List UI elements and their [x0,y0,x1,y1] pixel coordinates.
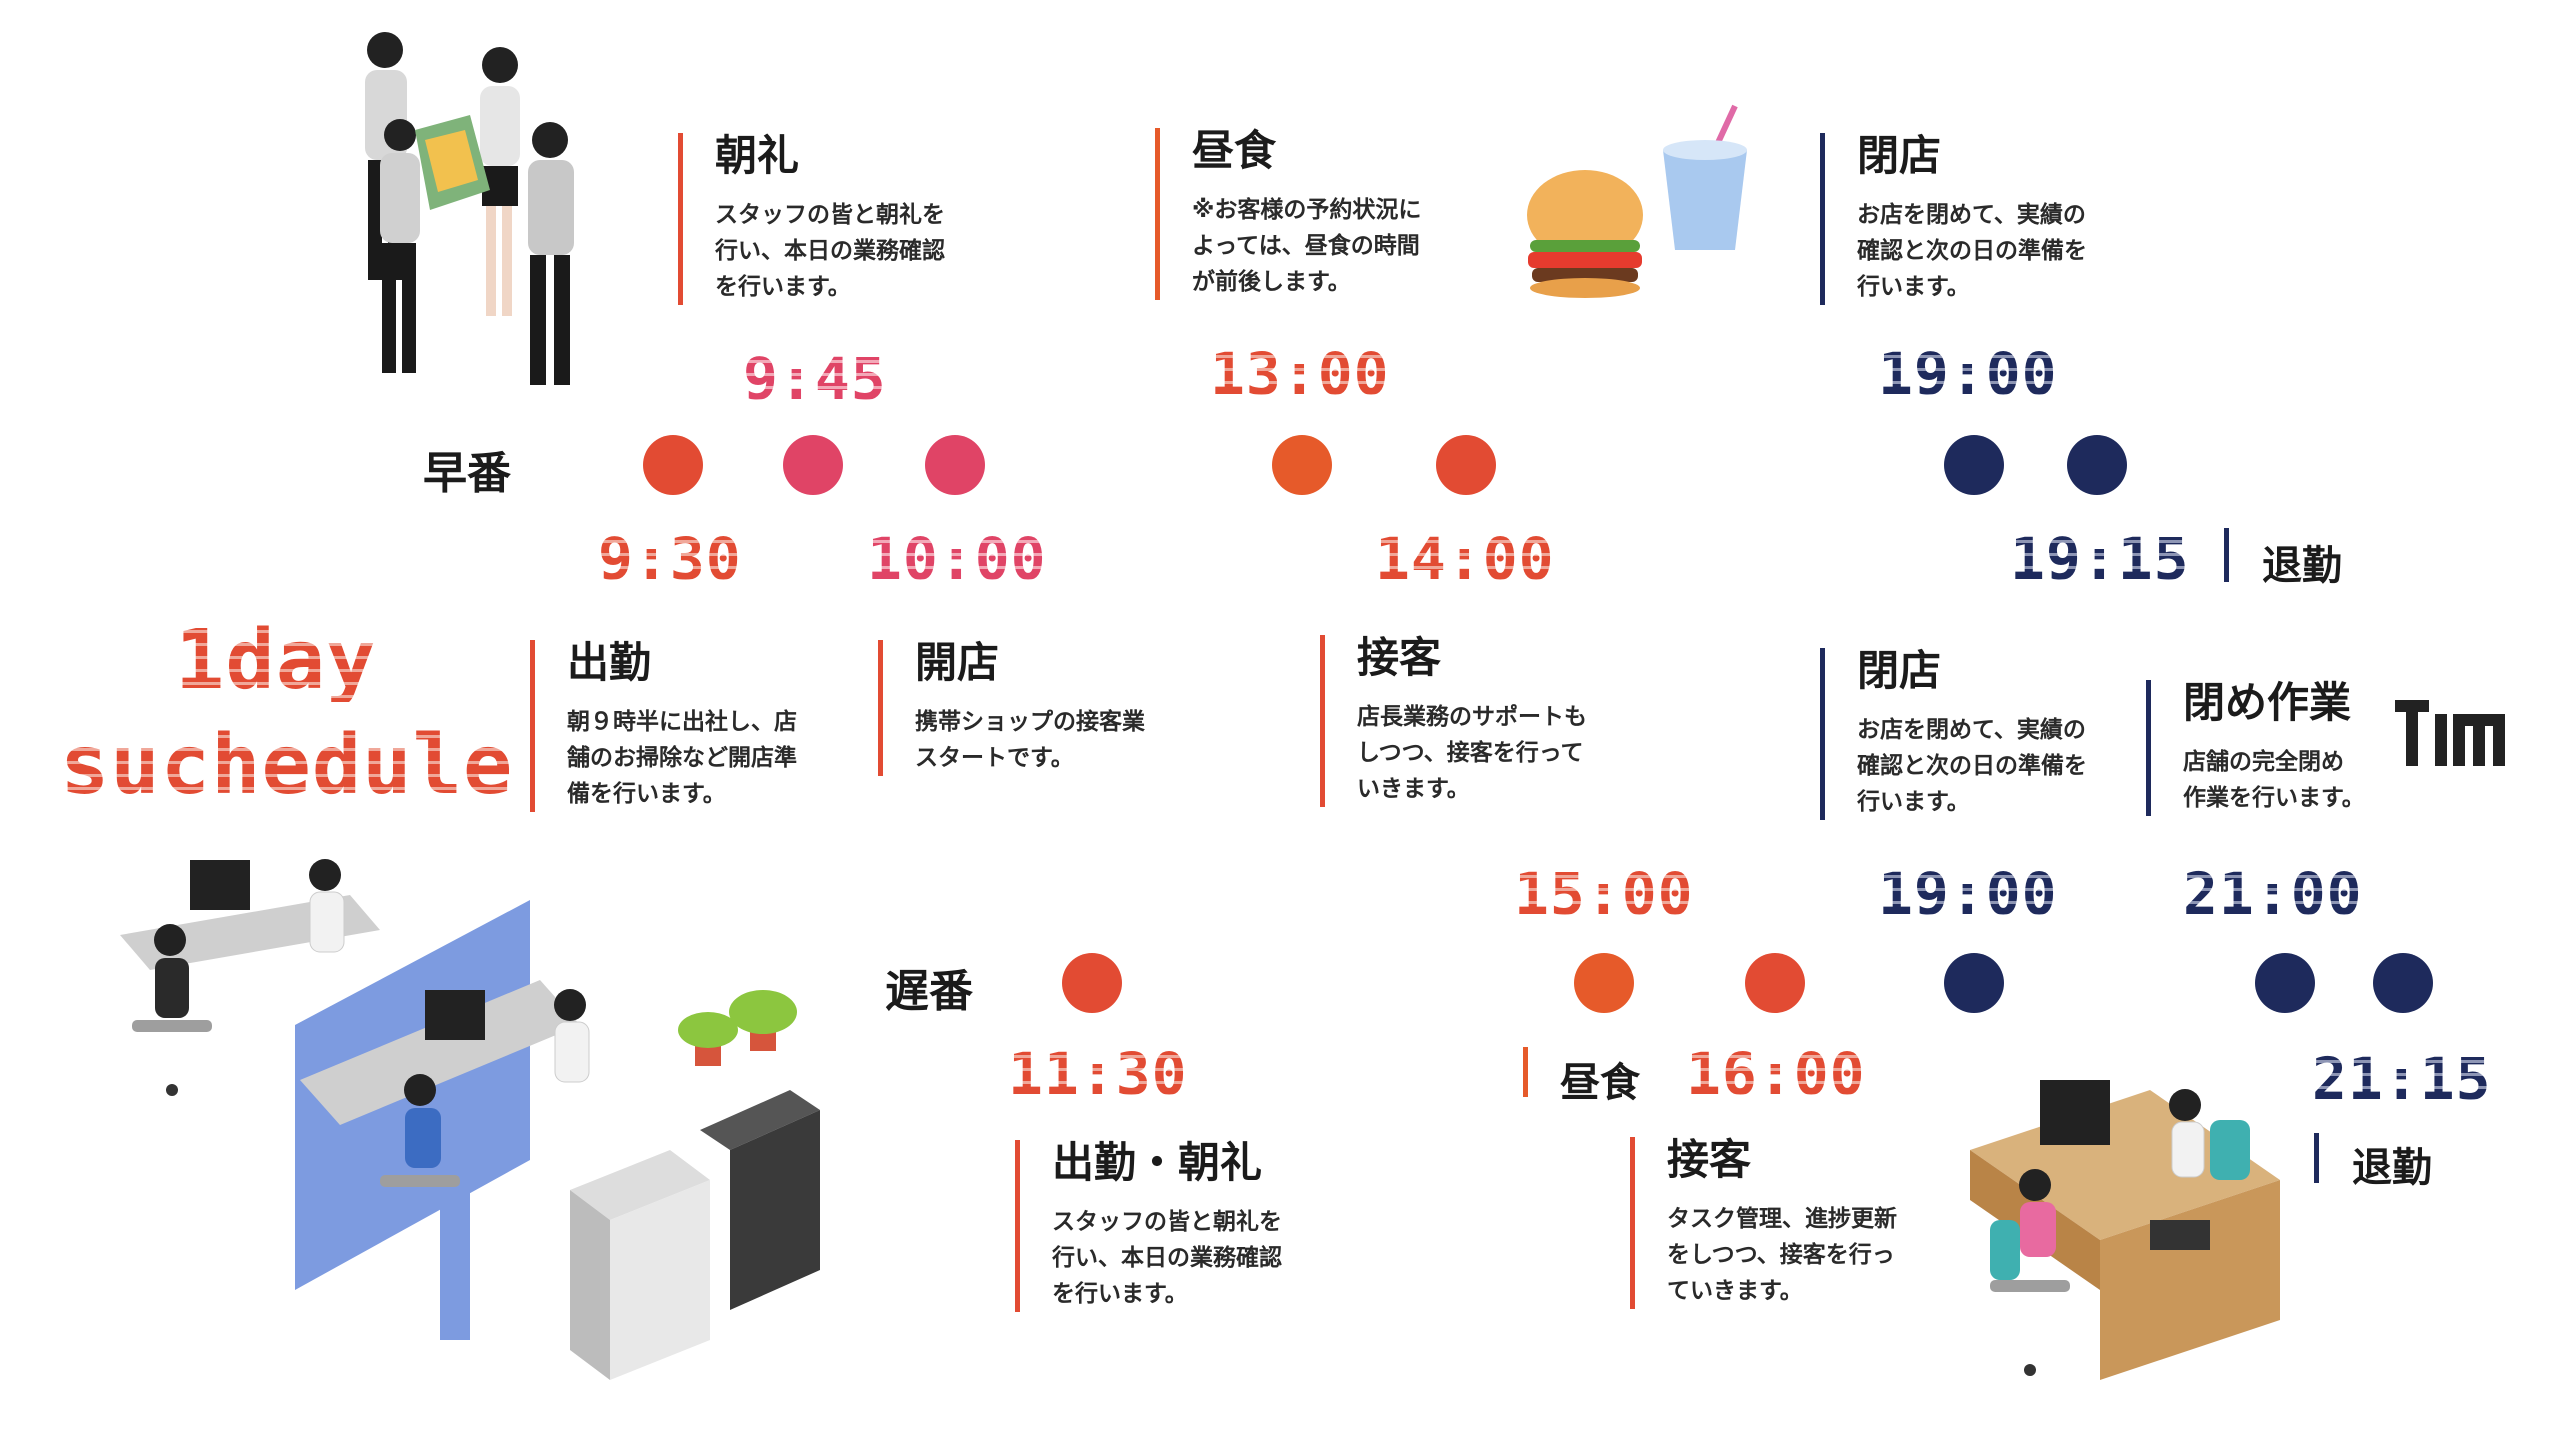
event-text: 朝９時半に出社し、店 舗のお掃除など開店準 備を行います。 [567,709,797,807]
timeline-dot [643,435,703,495]
burger-icon [1527,170,1643,298]
time-label: 19:00 [1878,340,2058,408]
leave-label: 退勤 [2262,543,2342,589]
timeline-dot [1745,953,1805,1013]
event-card: 出勤・朝礼 スタッフの皆と朝礼を 行い、本日の業務確認 を行います。 [1015,1140,1282,1312]
event-text: スタッフの皆と朝礼を 行い、本日の業務確認 を行います。 [715,202,945,300]
event-card: 閉店 お店を閉めて、実績の 確認と次の日の準備を 行います。 [1820,133,2087,305]
title-line1: 1day [175,613,377,708]
monitor-icon [425,990,485,1040]
timeline-dot [783,435,843,495]
event-text: お店を閉めて、実績の 確認と次の日の準備を 行います。 [1857,202,2087,300]
event-card: 昼食 ※お客様の予約状況に よっては、昼食の時間 が前後します。 [1155,128,1421,300]
timeline-dot [2373,953,2433,1013]
event-text: タスク管理、進捗更新 をしつつ、接客を行っ ていきます。 [1667,1206,1897,1304]
person-icon [380,1074,460,1187]
time-label: 10:00 [867,525,1047,593]
timeline-dot [1574,953,1634,1013]
logo-mark-icon [2395,700,2505,766]
person-icon [380,119,420,373]
timeline-dot [2067,435,2127,495]
timeline-dot [1944,953,2004,1013]
title-line2: suchedule [60,718,514,813]
timeline-dot [1272,435,1332,495]
divider [1523,1047,1528,1097]
event-title: 朝礼 [715,131,800,180]
late-shift-label: 遅番 [885,966,973,1017]
printer-icon [570,1150,710,1380]
event-card: 閉店 お店を閉めて、実績の 確認と次の日の準備を 行います。 [1820,648,2087,820]
event-title: 昼食 [1192,126,1277,175]
divider [2224,528,2229,582]
event-text: お店を閉めて、実績の 確認と次の日の準備を 行います。 [1857,717,2087,815]
event-card: 開店 携帯ショップの接客業 スタートです。 [878,640,1145,776]
monitor-icon [190,860,250,910]
monitor-icon [2040,1080,2110,1145]
time-label: 11:30 [1008,1040,1188,1108]
person-icon [2169,1089,2250,1180]
office-illustration [120,859,820,1380]
time-label: 16:00 [1686,1040,1866,1108]
event-text: 店舗の完全閉め 作業を行います。 [2183,749,2365,811]
time-label: 21:00 [2183,860,2363,928]
person-icon [554,989,590,1083]
time-label: 13:00 [1210,340,1390,408]
event-card: 出勤 朝９時半に出社し、店 舗のお掃除など開店準 備を行います。 [530,640,797,812]
cabinet-icon [700,1090,820,1310]
timeline-dot [2255,953,2315,1013]
event-text: スタッフの皆と朝礼を 行い、本日の業務確認 を行います。 [1052,1209,1282,1307]
drink-icon [1663,104,1747,250]
time-label: 19:00 [1878,860,2058,928]
event-title: 接客 [1357,633,1442,682]
event-text: 携帯ショップの接客業 スタートです。 [915,709,1145,771]
desk-illustration [1970,1080,2280,1380]
timeline-dot [1436,435,1496,495]
time-label: 15:00 [1514,860,1694,928]
staff-meeting-illustration [365,32,574,385]
event-title: 接客 [1667,1135,1752,1184]
time-label: 19:15 [2010,525,2190,593]
event-title: 閉店 [1857,646,1942,695]
leave-label: 退勤 [2352,1145,2432,1191]
time-label: 9:45 [743,345,887,413]
time-label: 14:00 [1375,525,1555,593]
person-icon [132,924,212,1096]
event-title: 閉店 [1857,131,1942,180]
event-title: 閉め作業 [2183,678,2352,727]
event-text: 店長業務のサポートも しつつ、接客を行って いきます。 [1357,704,1587,802]
time-label: 21:15 [2312,1045,2492,1113]
person-icon [1990,1169,2070,1376]
divider [2314,1133,2319,1183]
event-title: 開店 [915,638,1000,687]
timeline-dot [925,435,985,495]
event-card: 朝礼 スタッフの皆と朝礼を 行い、本日の業務確認 を行います。 [678,133,945,305]
event-title: 出勤・朝礼 [1052,1138,1263,1187]
time-label: 9:30 [598,525,742,593]
phone-icon [2150,1220,2210,1250]
event-text: ※お客様の予約状況に よっては、昼食の時間 が前後します。 [1192,197,1422,295]
lunch-label: 昼食 [1560,1060,1640,1106]
person-icon [528,122,574,385]
timeline-dot [1944,435,2004,495]
event-card: 接客 タスク管理、進捗更新 をしつつ、接客を行っ ていきます。 [1630,1137,1897,1309]
event-card: 閉め作業 店舗の完全閉め 作業を行います。 [2146,680,2365,816]
timeline-dot [1062,953,1122,1013]
event-title: 出勤 [567,638,652,687]
event-card: 接客 店長業務のサポートも しつつ、接客を行って いきます。 [1320,635,1587,807]
early-shift-label: 早番 [423,448,511,499]
person-icon [309,859,345,953]
plant-icon [678,990,797,1066]
document-icon [415,115,490,210]
